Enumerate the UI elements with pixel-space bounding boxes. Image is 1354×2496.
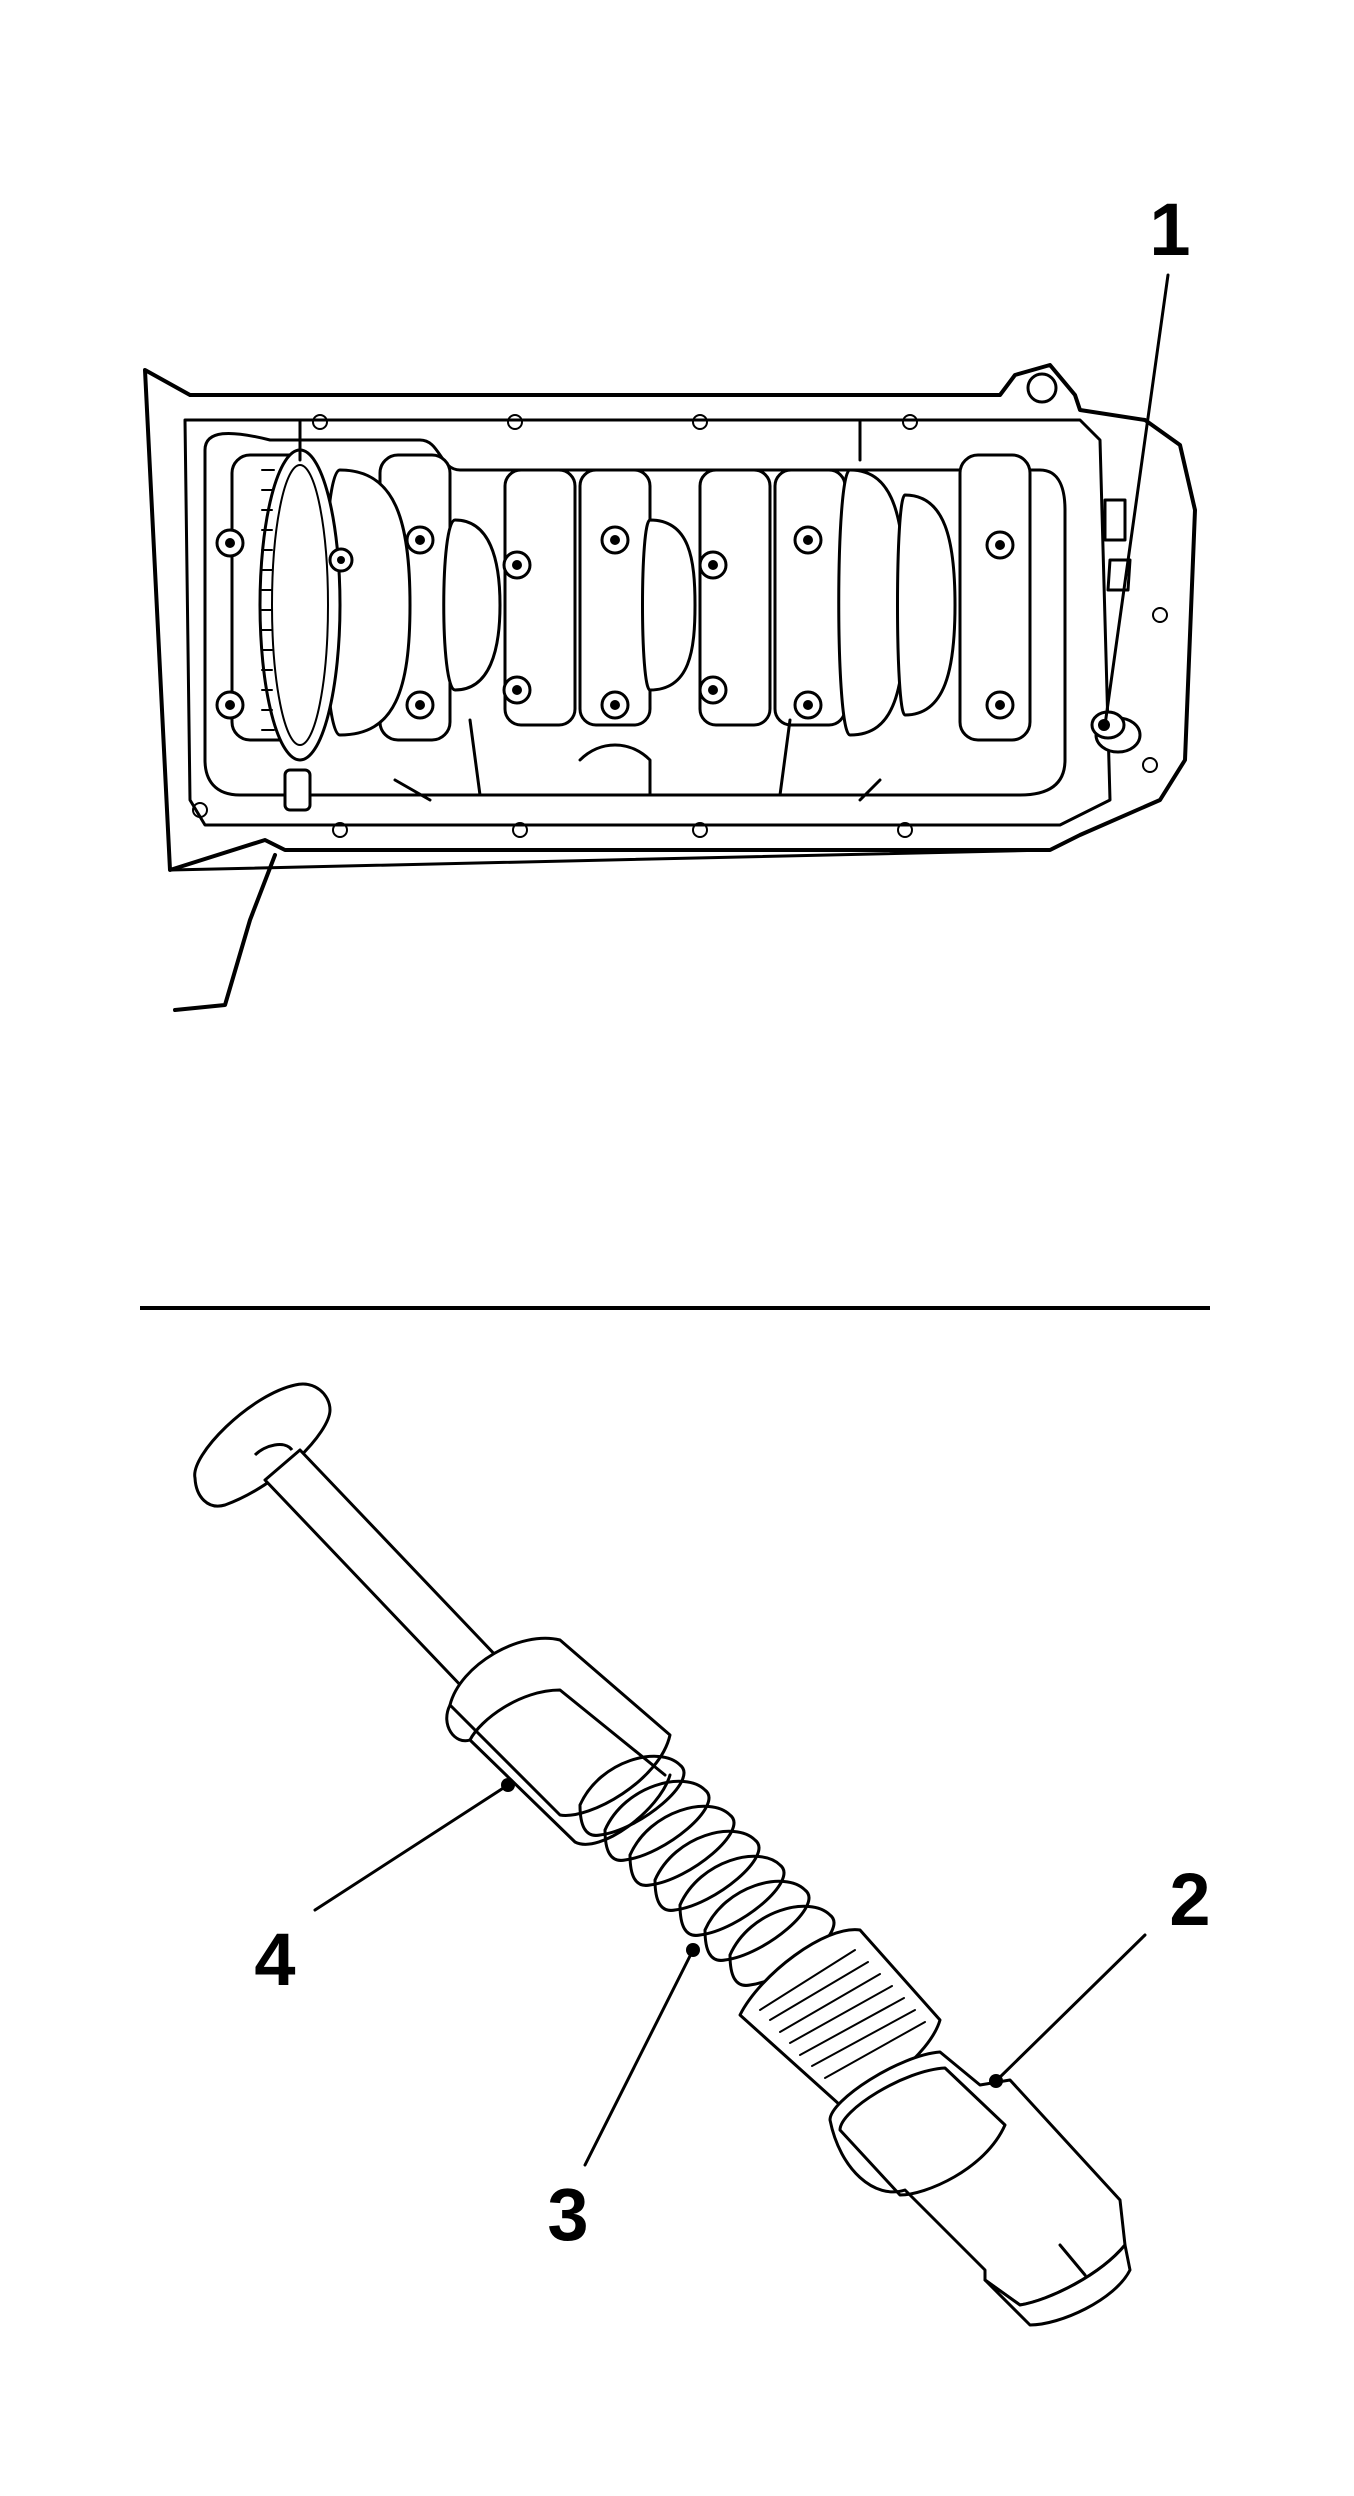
callout-2-label: 2: [1169, 1858, 1210, 1941]
engine-block-illustration: [143, 363, 1197, 1012]
callout-2: 2: [989, 1858, 1211, 2088]
callout-4: 4: [254, 1778, 515, 2001]
thread-lines: [759, 1949, 926, 2079]
crankshaft-counterweights: [323, 468, 957, 737]
callout-3-label: 3: [547, 2173, 588, 2256]
pan-rail-holes: [192, 414, 1168, 838]
callout-1: 1: [1103, 188, 1191, 727]
reluctor-ring: [258, 448, 342, 762]
installation-tool-illustration: [193, 1382, 1132, 2327]
callout-3: 3: [547, 1943, 700, 2256]
callout-1-label: 1: [1149, 188, 1190, 271]
callout-4-label: 4: [254, 1918, 295, 2001]
oil-plug: [1090, 710, 1142, 754]
bearing-cap-bolts: [215, 525, 1015, 720]
